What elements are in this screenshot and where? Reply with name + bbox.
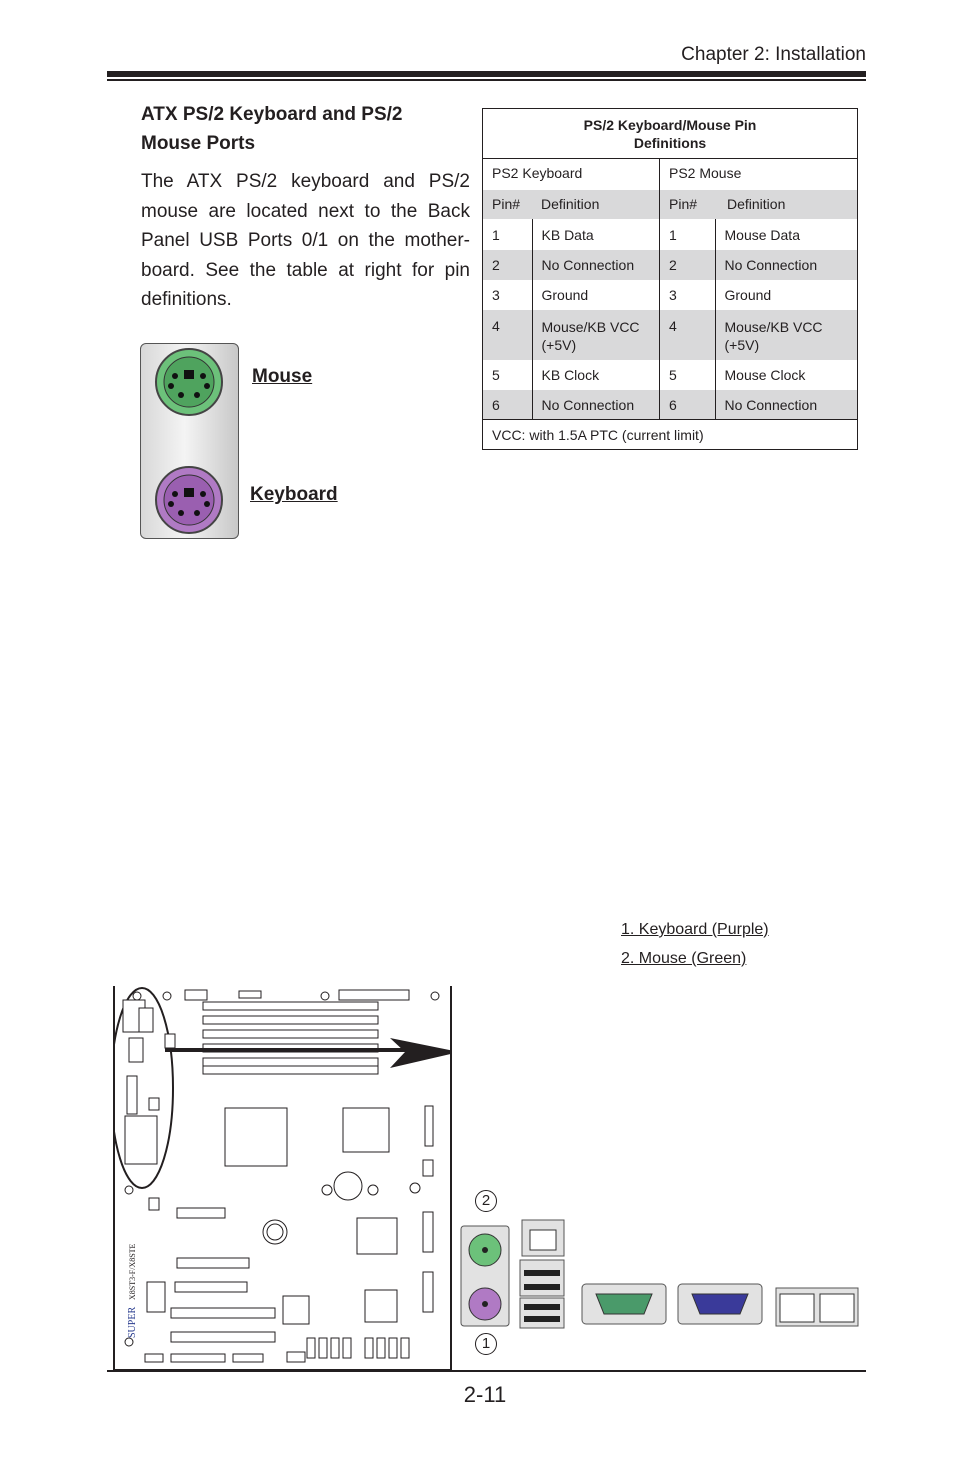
col-keyboard: PS2 Keyboard — [492, 165, 583, 181]
table-subheader-row: Pin# Definition Pin# Definition — [482, 189, 858, 219]
cell-kpin: 2 — [482, 249, 532, 280]
cell-mdef: Ground — [714, 279, 858, 310]
cell-kdef: KB Clock — [531, 359, 660, 390]
table-row: 6 No Connection 6 No Connection — [482, 389, 858, 420]
legend-keyboard: 1. Keyboard (Purple) — [621, 921, 769, 938]
cell-mdef: No Connection — [714, 389, 858, 420]
motherboard-diagram: X8ST3-F/X8STE SUPER — [110, 986, 459, 1371]
table-row: 5 KB Clock 5 Mouse Clock — [483, 359, 858, 390]
cell-kpin: 5 — [492, 366, 500, 383]
table-title-row: PS/2 Keyboard/Mouse Pin Definitions — [482, 108, 858, 159]
table-title-line2: Definitions — [633, 135, 707, 151]
table-group-row: PS2 Keyboard PS2 Mouse — [483, 158, 858, 190]
table-row: 3 Ground 3 Ground — [483, 279, 858, 310]
legend-mouse: 2. Mouse (Green) — [621, 950, 747, 967]
back-panel-svg — [460, 1219, 859, 1329]
cell-kdef: No Connection — [531, 389, 660, 420]
motherboard-svg: X8ST3-F/X8STE SUPER — [110, 987, 459, 1363]
section-title: ATX PS/2 Keyboard and PS/2 Mouse Ports — [141, 100, 441, 158]
cell-mdef: Mouse Data — [714, 218, 858, 250]
table-footnote: VCC: with 1.5A PTC (current limit) — [482, 419, 858, 450]
cell-kpin: 4 — [482, 309, 532, 360]
sub-pin-mouse: Pin# — [659, 189, 715, 219]
cell-mdef: Mouse/KB VCC (+5V) — [714, 309, 858, 360]
pin-definition-table: PS/2 Keyboard/Mouse Pin Definitions PS2 … — [482, 108, 858, 450]
cell-kpin: 6 — [482, 389, 532, 420]
sub-pin-kb: Pin# — [482, 189, 532, 219]
table-row: 1 KB Data 1 Mouse Data — [483, 218, 858, 250]
callout-2: 2 — [475, 1190, 497, 1212]
cell-mpin: 6 — [659, 389, 715, 420]
board-model-text: X8ST3-F/X8STE — [128, 1243, 137, 1300]
section-body: The ATX PS/2 keyboard and PS/2 mouse are… — [141, 171, 470, 310]
back-panel-io — [460, 1190, 860, 1360]
section-title-line1: ATX PS/2 Keyboard and PS/2 — [141, 104, 403, 125]
mouse-port-icon — [155, 348, 223, 416]
cell-mpin: 3 — [659, 279, 715, 310]
table-title: PS/2 Keyboard/Mouse Pin Definitions — [482, 108, 858, 159]
cell-kdef: KB Data — [531, 218, 660, 250]
board-brand-text: SUPER — [127, 1307, 138, 1338]
cell-mpin: 1 — [659, 218, 715, 250]
table-footnote-row: VCC: with 1.5A PTC (current limit) — [482, 419, 858, 450]
cell-kdef: No Connection — [531, 249, 660, 280]
cell-mdef: Mouse Clock — [714, 359, 858, 390]
ps2-ports-illustration — [140, 343, 239, 539]
io-keyboard-port — [468, 1287, 502, 1321]
io-mouse-port — [468, 1233, 502, 1267]
section-title-line2: Mouse Ports — [141, 133, 256, 154]
col-mouse: PS2 Mouse — [659, 158, 858, 190]
page-number: 2-11 — [463, 1382, 507, 1407]
callout-1: 1 — [475, 1333, 497, 1355]
table-title-line1: PS/2 Keyboard/Mouse Pin — [583, 117, 757, 133]
cell-mpin: 5 — [659, 359, 715, 390]
header-rule-thin — [107, 79, 866, 81]
cell-kdef: Ground — [531, 279, 660, 310]
mouse-label: Mouse — [252, 366, 313, 387]
keyboard-label: Keyboard — [250, 484, 338, 505]
keyboard-port-icon — [155, 466, 223, 534]
sub-def-mouse: Definition — [715, 189, 858, 219]
table-row: 4 Mouse/KB VCC (+5V) 4 Mouse/KB VCC (+5V… — [482, 309, 858, 360]
header-rule — [107, 71, 866, 77]
table-row: 2 No Connection 2 No Connection — [482, 249, 858, 280]
cell-kpin: 3 — [492, 286, 500, 303]
cell-kdef: Mouse/KB VCC (+5V) — [531, 309, 660, 360]
chapter-header: Chapter 2: Installation — [681, 44, 866, 65]
ps2-ports-svg — [155, 348, 223, 534]
cell-mdef: No Connection — [714, 249, 858, 280]
cell-mpin: 4 — [659, 309, 715, 360]
footer-rule — [107, 1370, 866, 1372]
cell-kpin: 1 — [492, 226, 500, 243]
dimm-slots — [202, 1001, 379, 1075]
sub-def-kb: Definition — [532, 189, 660, 219]
cell-mpin: 2 — [659, 249, 715, 280]
